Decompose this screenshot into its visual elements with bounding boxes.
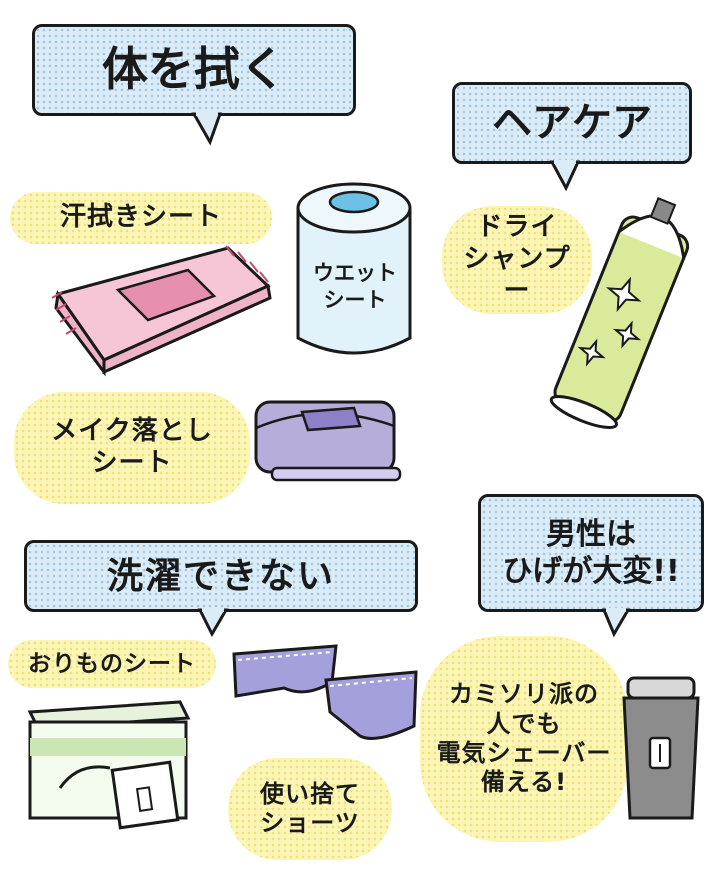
bubble-hair-care: ヘアケア	[452, 82, 692, 164]
makeup-sheet-box-illustration	[254, 400, 402, 482]
section-title-body-wipe: 体を拭く	[102, 42, 286, 97]
bubble-tail-body-wipe	[191, 112, 223, 146]
dry-shampoo-spray-illustration	[549, 197, 690, 430]
section-title-men-line2: ひげが大変!!	[502, 554, 680, 589]
label-sweat-sheet: 汗拭きシート	[10, 192, 272, 244]
bubble-tail-hair-care	[549, 160, 581, 192]
label-liner-sheet: おりものシート	[8, 640, 216, 688]
disposable-shorts-illustration	[232, 644, 418, 740]
label-shaver-note: カミソリ派の 人でも 電気シェーバー 備える!	[420, 636, 628, 842]
sweat-sheet-pack-illustration	[51, 245, 272, 377]
bubble-tail-no-laundry	[197, 608, 229, 638]
section-title-men-line1: 男性は	[546, 516, 636, 552]
bubble-no-laundry: 洗濯できない	[24, 540, 418, 612]
section-title-no-laundry: 洗濯できない	[106, 555, 335, 597]
bubble-men-shaving: 男性は ひげが大変!!	[478, 494, 704, 612]
wet-sheet-label: ウエット シート	[313, 261, 397, 313]
label-makeup-sheet: メイク落とし シート	[14, 392, 250, 504]
label-dry-shampoo: ドライ シャンプー	[442, 206, 592, 314]
section-title-hair-care: ヘアケア	[492, 100, 652, 146]
liner-sheet-box-illustration	[27, 700, 191, 830]
bubble-tail-men-shaving	[601, 608, 631, 638]
label-disposable-shorts: 使い捨て ショーツ	[228, 758, 392, 860]
bubble-body-wipe: 体を拭く	[32, 24, 356, 116]
wet-sheet-canister-illustration	[296, 182, 412, 355]
electric-shaver-illustration	[622, 676, 700, 820]
